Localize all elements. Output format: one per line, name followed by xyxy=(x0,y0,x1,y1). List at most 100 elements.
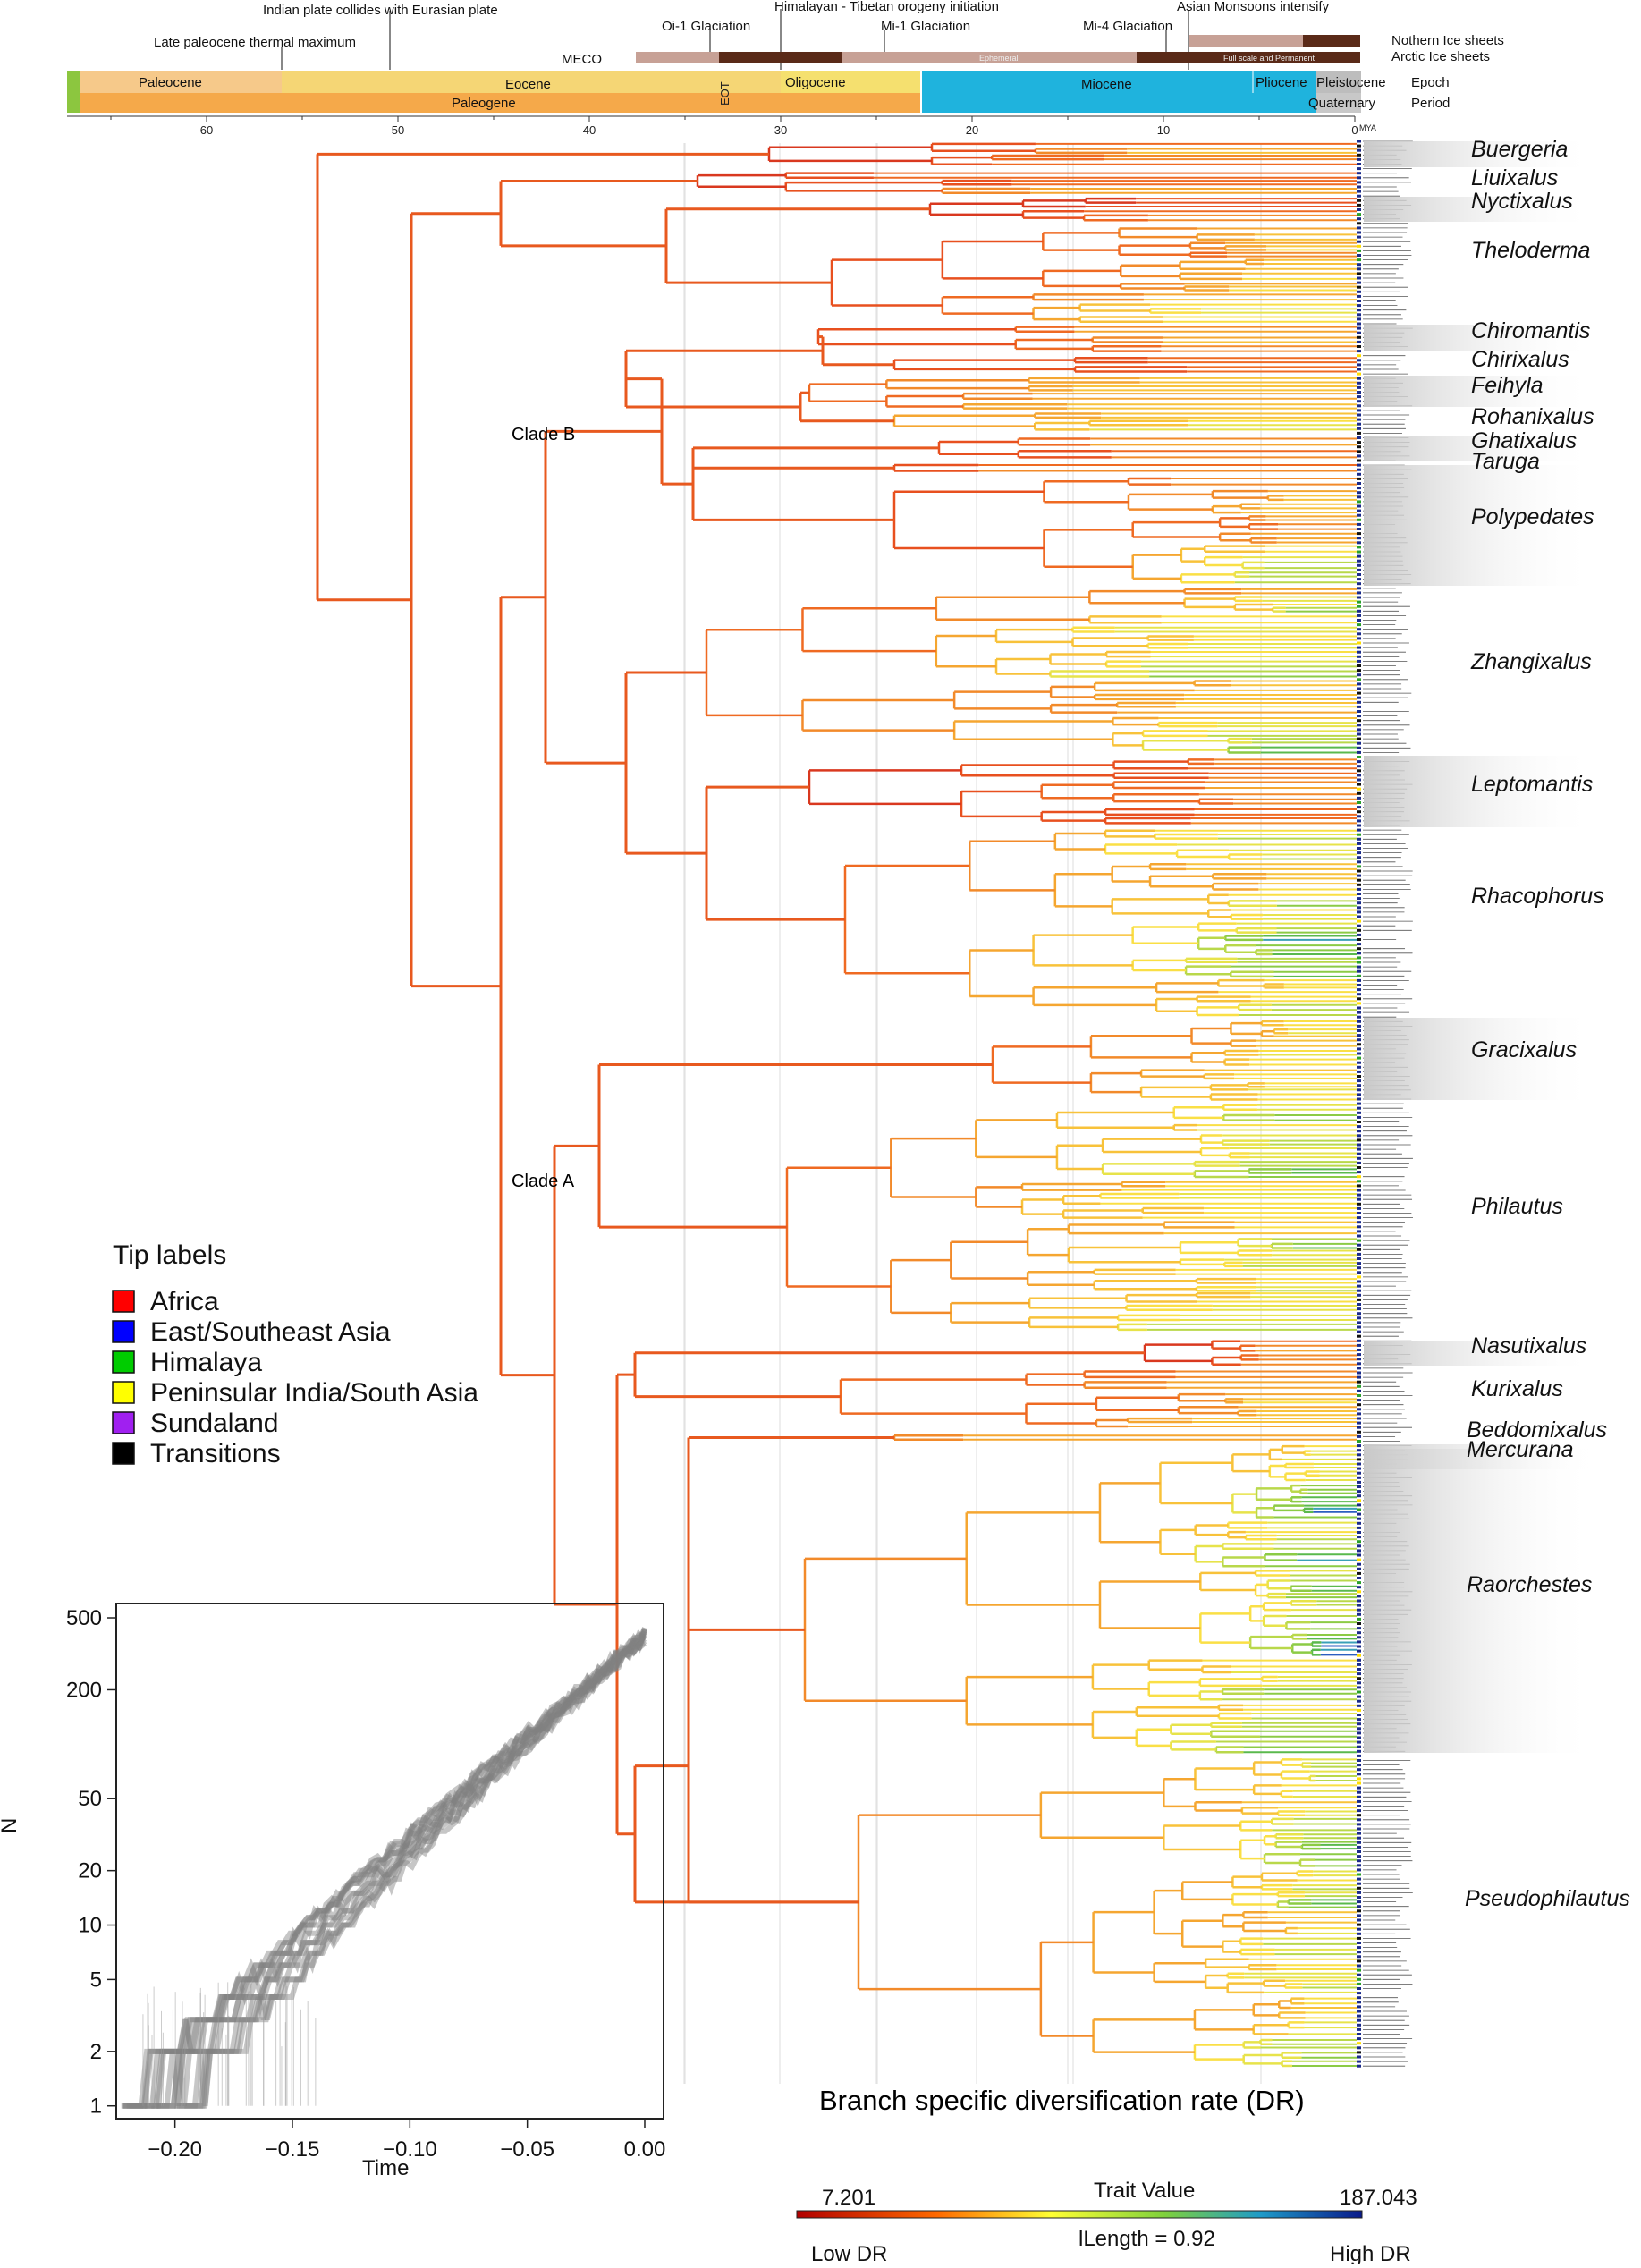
time-tick-label: 40 xyxy=(583,123,596,137)
legend-item-label: Sundaland xyxy=(150,1409,278,1438)
ltt-y-tick-label: 200 xyxy=(66,1678,102,1702)
genus-label-ghatixalus: Ghatixalus xyxy=(1471,428,1577,453)
genus-shading xyxy=(1364,1449,1596,1753)
genus-label-gracixalus: Gracixalus xyxy=(1471,1037,1577,1062)
epoch-paleocene-label: Paleocene xyxy=(139,75,202,90)
period-row-label: Period xyxy=(1411,96,1450,111)
epoch-pleistocene xyxy=(1316,71,1361,93)
dr-trait: Trait Value xyxy=(1094,2179,1195,2203)
event-asian-monsoon: Asian Monsoons intensify xyxy=(1177,0,1330,14)
epoch-eocene xyxy=(282,71,781,93)
genus-label-beddomixalus: Beddomixalus xyxy=(1467,1418,1607,1443)
genus-label-theloderma: Theloderma xyxy=(1471,238,1590,263)
eot-label: EOT xyxy=(718,81,732,106)
event-mi1: Mi-1 Glaciation xyxy=(881,19,970,34)
genus-label-kurixalus: Kurixalus xyxy=(1471,1376,1563,1401)
genus-label-buergeria: Buergeria xyxy=(1471,137,1568,162)
ltt-y-tick-label: 2 xyxy=(90,2040,102,2064)
period-quaternary-label: Quaternary xyxy=(1308,96,1376,111)
legend-item-label: Himalaya xyxy=(150,1348,262,1377)
ltt-x-tick-label: 0.00 xyxy=(624,2137,666,2162)
ltt-x-tick-label: −0.15 xyxy=(266,2137,320,2162)
genus-shading xyxy=(1364,141,1596,167)
legend-swatch xyxy=(112,1411,135,1434)
time-tick-label: 20 xyxy=(966,123,978,137)
ltt-y-tick-label: 1 xyxy=(90,2095,102,2119)
arctic-ice-light-2 xyxy=(842,52,1137,63)
genus-label-mercurana: Mercurana xyxy=(1467,1437,1574,1462)
dr-gradient xyxy=(796,2210,1363,2219)
ltt-x-tick-label: −0.05 xyxy=(500,2137,554,2162)
period-paleogene xyxy=(80,93,920,113)
legend-swatch xyxy=(112,1350,135,1374)
ltt-y-ticks: 500 200 50 20 10 5 2 1 xyxy=(66,1606,116,2119)
epoch-row-label: Epoch xyxy=(1411,75,1450,90)
genus-label-leptomantis: Leptomantis xyxy=(1471,772,1593,797)
legend-item-label: Transitions xyxy=(150,1439,281,1468)
dr-max: 187.043 xyxy=(1340,2186,1417,2210)
event-oi1: Oi-1 Glaciation xyxy=(662,19,750,34)
legend-swatch xyxy=(112,1442,135,1465)
legend-title: Tip labels xyxy=(113,1240,226,1270)
dr-length: lLength = 0.92 xyxy=(1078,2227,1215,2251)
ltt-plot-frame xyxy=(115,1603,664,2120)
genus-shading xyxy=(1364,1341,1596,1366)
mya-label: MYA xyxy=(1359,123,1376,132)
genus-label-feihyla: Feihyla xyxy=(1471,373,1544,398)
ltt-y-tick-label: 500 xyxy=(66,1606,102,1630)
northern-ice-label: Nothern Ice sheets xyxy=(1391,33,1504,48)
legend-swatch xyxy=(112,1320,135,1343)
genus-label-chiromantis: Chiromantis xyxy=(1471,318,1590,343)
genus-label-raorchestes: Raorchestes xyxy=(1467,1572,1592,1597)
dr-min: 7.201 xyxy=(822,2186,875,2210)
epoch-miocene xyxy=(922,71,1253,93)
northern-ice-light xyxy=(1189,35,1303,47)
ltt-y-tick-label: 50 xyxy=(78,1787,102,1811)
meco-label: MECO xyxy=(562,52,602,67)
genus-shading xyxy=(1364,436,1596,461)
ltt-y-tick-label: 10 xyxy=(78,1914,102,1938)
genus-shading xyxy=(1364,1018,1596,1100)
ltt-curves xyxy=(121,1627,647,2109)
permanent-label: Full scale and Permanent xyxy=(1223,54,1315,63)
genus-label-philautus: Philautus xyxy=(1471,1194,1563,1219)
genus-shading xyxy=(1364,756,1596,827)
genus-shading xyxy=(1364,376,1596,407)
dr-title: Branch specific diversification rate (DR… xyxy=(819,2085,1305,2116)
time-tick-label: 0 xyxy=(1351,123,1358,137)
time-tick-label: 10 xyxy=(1157,123,1170,137)
epoch-oligocene xyxy=(781,71,920,93)
clade-a-label: Clade A xyxy=(512,1172,575,1191)
dr-high: High DR xyxy=(1330,2242,1411,2264)
time-tick-label: 60 xyxy=(200,123,213,137)
epoch-pliocene-label: Pliocene xyxy=(1256,75,1307,90)
genus-label-taruga: Taruga xyxy=(1471,449,1540,474)
genus-label-polypedates: Polypedates xyxy=(1471,504,1594,529)
ltt-x-tick-label: −0.20 xyxy=(148,2137,202,2162)
genus-label-chirixalus: Chirixalus xyxy=(1471,347,1569,372)
genus-labels: BuergeriaLiuixalusNyctixalusThelodermaCh… xyxy=(1364,137,1630,1911)
ltt-y-tick-label: 20 xyxy=(78,1859,102,1883)
epoch-miocene-label: Miocene xyxy=(1081,77,1132,92)
legend-swatch xyxy=(112,1290,135,1313)
event-indian-plate: Indian plate collides with Eurasian plat… xyxy=(263,3,498,18)
clade-b-label: Clade B xyxy=(512,425,575,444)
legend-swatch xyxy=(112,1381,135,1404)
epoch-oligocene-label: Oligocene xyxy=(785,75,846,90)
dr-color-bar: Branch specific diversification rate (DR… xyxy=(796,2085,1417,2266)
genus-label-zhangixalus: Zhangixalus xyxy=(1470,649,1592,674)
legend-item-label: Peninsular India/South Asia xyxy=(150,1378,478,1408)
period-quaternary xyxy=(1316,93,1361,113)
event-paleocene-thermal: Late paleocene thermal maximum xyxy=(154,35,356,50)
ltt-y-tick-label: 5 xyxy=(90,1968,102,1992)
legend-item-label: East/Southeast Asia xyxy=(150,1317,391,1347)
ltt-y-label: N xyxy=(0,1818,21,1833)
time-tick-label: 30 xyxy=(774,123,787,137)
genus-label-pseudophilautus: Pseudophilautus xyxy=(1465,1886,1630,1911)
genus-label-nasutixalus: Nasutixalus xyxy=(1471,1333,1586,1358)
